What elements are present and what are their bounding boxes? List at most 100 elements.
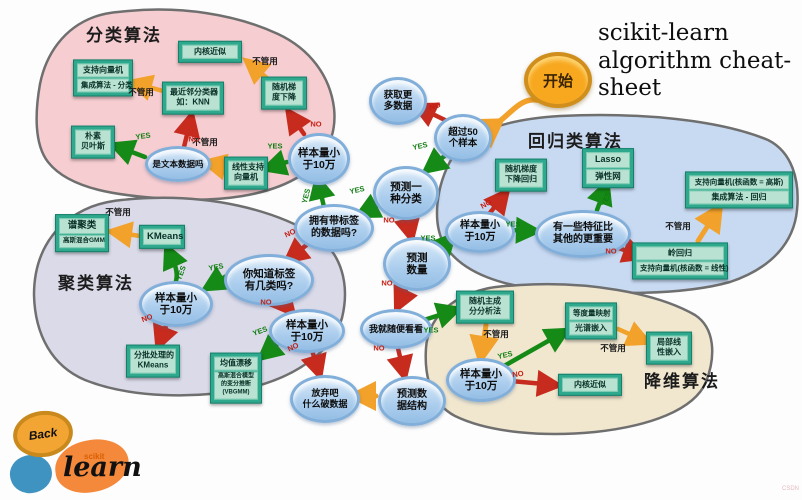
algorithm-row: 集成算法 - 分类 — [77, 78, 133, 93]
algorithm-line: 最近邻分类器 — [170, 87, 218, 97]
algorithm-line: 光谱嵌入 — [575, 323, 607, 333]
algorithm-svc-ensemble: 支持向量机集成算法 - 分类 — [73, 59, 133, 97]
logo-scikit-text: scikit — [84, 452, 105, 461]
algorithm-line: 均值漂移 — [220, 358, 252, 368]
decision-samples-under-100k-regression: 样本量小于10万 — [445, 211, 515, 253]
algorithm-row: 随机梯度下降 — [265, 80, 303, 106]
start-node: 开始 — [524, 52, 592, 108]
algorithm-row: 等度量映射 — [569, 306, 613, 321]
algorithm-line: 谱聚类 — [67, 220, 97, 232]
decision-line: 于10万 — [159, 304, 193, 316]
algorithm-line: 高斯混合模型 — [218, 374, 255, 380]
decision-line: 数量 — [406, 264, 428, 276]
decision-line: 样本量小 — [298, 146, 340, 159]
edge-label-no: NO — [260, 297, 272, 307]
decision-know-label-count: 你知道标签有几类吗? — [224, 254, 314, 306]
algorithm-line: 线性支持 — [232, 162, 264, 172]
decision-line: 于10万 — [302, 159, 336, 171]
algorithm-line: 的变分推断 — [220, 381, 251, 388]
algorithm-svr-rbf-ensemble: 支持向量机(核函数 = 高斯) 集成算法 - 回归 — [685, 171, 793, 209]
edge-label-yes: YES — [267, 141, 283, 151]
decision-line: 于10万 — [464, 380, 498, 392]
algorithm-row: 支持向量机(核函数 = 线性) — [636, 261, 729, 276]
algorithm-row: 岭回归 — [636, 246, 724, 261]
algorithm-row: 谱聚类 — [59, 218, 105, 235]
decision-line: 有一些特征比 — [553, 222, 613, 234]
decision-line: 的数据吗? — [310, 228, 358, 239]
algorithm-row: Lasso — [586, 152, 630, 168]
decision-line: 个样本 — [448, 138, 478, 149]
decision-line: 样本量小 — [286, 318, 328, 331]
algorithm-line: 支持向量机 — [83, 65, 123, 75]
edge-label-no: NO — [381, 278, 393, 288]
algorithm-naive-bayes: 朴素贝叶斯 — [71, 125, 115, 159]
decision-few-features-important: 有一些特征比其他的更重要 — [535, 210, 631, 258]
algorithm-row: 均值漂移 — [214, 356, 258, 371]
decision-line: 拥有带标签 — [309, 216, 359, 228]
algorithm-row: 随机梯度下降回归 — [499, 162, 543, 188]
algorithm-line: 度下降 — [272, 93, 296, 102]
edge-label-fail: 不管用 — [600, 343, 626, 353]
edge-label-fail: 不管用 — [665, 221, 691, 231]
decision-give-up: 放弃吧什么破数据 — [290, 375, 360, 423]
logo-learn-text: learn — [63, 452, 142, 483]
algorithm-row: 最近邻分类器如：KNN — [166, 85, 220, 111]
algorithm-kmeans: KMeans — [139, 224, 185, 250]
algorithm-line: 如：KNN — [176, 98, 210, 107]
watermark: CSDN — [781, 486, 799, 492]
algorithm-row: 朴素贝叶斯 — [75, 129, 111, 155]
edge-label-no: NO — [373, 343, 385, 353]
decision-line: 我就随便看看 — [368, 323, 423, 334]
decision-line: 多数据 — [383, 101, 413, 112]
algorithm-spectral-clustering-gmm: 谱聚类高斯混合GMM — [55, 214, 109, 252]
edge-label-no: NO — [383, 215, 395, 225]
algorithm-line: (VBGMM) — [222, 389, 250, 396]
decision-line: 放弃吧 — [311, 388, 339, 399]
decision-line: 于10万 — [464, 232, 496, 243]
edge-label-fail: 不管用 — [252, 56, 278, 66]
region-label-regression: 回归类算法 — [528, 132, 623, 151]
decision-line: 种分类 — [390, 193, 422, 205]
algorithm-row: 高斯混合模型的变分推断(VBGMM) — [214, 372, 258, 400]
algorithm-row: 支持向量机(核函数 = 高斯) — [689, 175, 789, 190]
region-label-dimred: 降维算法 — [644, 372, 720, 391]
decision-just-looking: 我就随便看看 — [360, 309, 432, 349]
algorithm-line: 随机主成 — [469, 296, 501, 306]
algorithm-row: 支持向量机 — [77, 63, 129, 78]
back-label: Back — [27, 425, 59, 443]
edge-label-fail: 不管用 — [128, 87, 154, 97]
algorithm-linear-svc: 线性支持向量机 — [224, 156, 268, 190]
decision-line: 据结构 — [397, 401, 427, 412]
region-label-clustering: 聚类算法 — [58, 274, 134, 293]
algorithm-row: 弹性网 — [586, 168, 630, 184]
algorithm-line: 等度量映射 — [573, 308, 611, 318]
decision-samples-under-100k-dimred: 样本量小于10万 — [446, 358, 516, 402]
decision-get-more-data: 获取更多数据 — [369, 77, 427, 125]
start-label: 开始 — [542, 72, 573, 90]
edge-label-fail: 不管用 — [105, 207, 131, 217]
page-title: scikit-learn algorithm cheat-sheet — [598, 20, 802, 103]
algorithm-kernel-approx-dimred: 内核近似 — [558, 373, 622, 397]
algorithm-line: 集成算法 - 回归 — [711, 192, 767, 202]
edge-label-no: NO — [605, 246, 617, 256]
decision-samples-under-100k-clustering-2: 样本量小于10万 — [269, 309, 345, 353]
decision-predict-structure: 预测数据结构 — [378, 376, 446, 426]
algorithm-line: 向量机 — [234, 173, 258, 182]
algorithm-line: 支持向量机(核函数 = 高斯) — [694, 177, 784, 187]
algorithm-line: 下降回归 — [505, 175, 537, 184]
decision-is-text-data: 是文本数据吗 — [145, 146, 211, 182]
decision-line: 预测数 — [397, 389, 427, 401]
decision-line: 于10万 — [290, 331, 324, 343]
region-label-classification: 分类算法 — [86, 26, 162, 45]
algorithm-knn: 最近邻分类器如：KNN — [162, 81, 224, 115]
title-line-1: scikit-learn — [598, 20, 729, 46]
algorithm-row: KMeans — [143, 228, 183, 246]
decision-line: 样本量小 — [460, 220, 500, 232]
algorithm-meanshift-vbgmm: 均值漂移高斯混合模型的变分推断(VBGMM) — [210, 352, 262, 404]
edge-label-no: NO — [188, 134, 200, 144]
algorithm-row: 内核近似 — [182, 44, 238, 60]
edge-label-yes: YES — [420, 233, 436, 243]
algorithm-sgd-classifier: 随机梯度下降 — [261, 76, 307, 110]
edge-label-fail: 不管用 — [483, 329, 509, 339]
